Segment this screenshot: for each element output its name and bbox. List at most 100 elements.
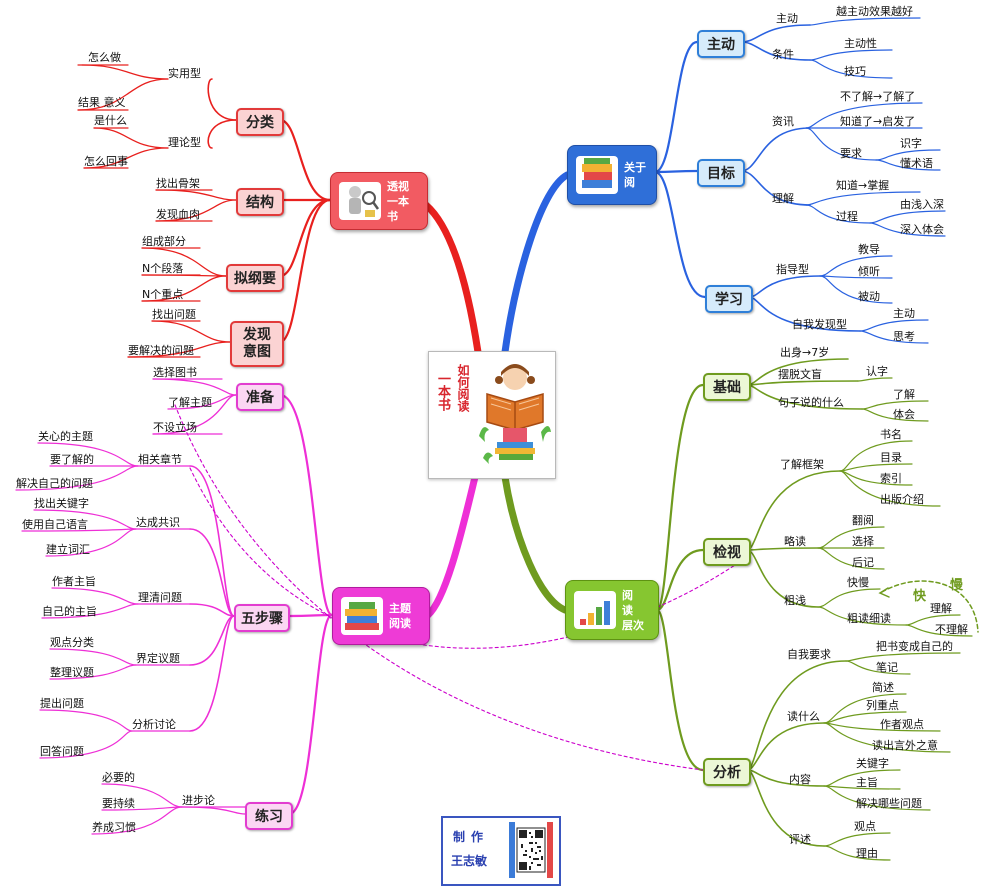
label-pingshu[interactable]: 评述 bbox=[789, 833, 811, 846]
label-shiyongxing[interactable]: 实用型 bbox=[168, 67, 201, 80]
label-dongshuyu[interactable]: 懂术语 bbox=[900, 157, 933, 170]
label-guanxindezhuti[interactable]: 关心的主题 bbox=[38, 430, 93, 443]
label-shizi[interactable]: 识字 bbox=[900, 137, 922, 150]
branch-guanyu-node[interactable]: 关于 阅 bbox=[567, 145, 657, 205]
label-zhidaozhangwo[interactable]: 知道→掌握 bbox=[836, 179, 890, 192]
label-zhuzhi[interactable]: 主旨 bbox=[856, 776, 878, 789]
label-xuanzetushu[interactable]: 选择图书 bbox=[153, 366, 197, 379]
label-jiedingyiti[interactable]: 界定议题 bbox=[136, 652, 180, 665]
node-mubiao[interactable]: 目标 bbox=[697, 159, 745, 187]
label-zuozhezhuzhi[interactable]: 作者主旨 bbox=[52, 575, 96, 588]
label-guandian[interactable]: 观点 bbox=[854, 820, 876, 833]
label-yaochixu[interactable]: 要持续 bbox=[102, 797, 135, 810]
label-dushenme[interactable]: 读什么 bbox=[787, 710, 820, 723]
label-shiyongziji[interactable]: 使用自己语言 bbox=[22, 518, 88, 531]
label-guanjianzi[interactable]: 关键字 bbox=[856, 757, 889, 770]
label-fenxitaolun[interactable]: 分析讨论 bbox=[132, 718, 176, 731]
node-fenxi[interactable]: 分析 bbox=[703, 758, 751, 786]
label-zijidezhuzhi[interactable]: 自己的主旨 bbox=[42, 605, 97, 618]
label-zixun[interactable]: 资讯 bbox=[772, 115, 794, 128]
label-lilunxing[interactable]: 理论型 bbox=[168, 136, 201, 149]
node-zhunbei[interactable]: 准备 bbox=[236, 383, 284, 411]
label-jiejueziji[interactable]: 解决自己的问题 bbox=[16, 477, 93, 490]
label-bashubiancheng[interactable]: 把书变成自己的 bbox=[876, 640, 953, 653]
label-youqianrushen[interactable]: 由浅入深 bbox=[900, 198, 944, 211]
label-jianshu[interactable]: 简述 bbox=[872, 681, 894, 694]
label-zhaochuguanjianzi[interactable]: 找出关键字 bbox=[34, 497, 89, 510]
label-chushen[interactable]: 出身→7岁 bbox=[780, 346, 830, 359]
label-zhudong2[interactable]: 主动 bbox=[893, 307, 915, 320]
label-zhudong-sub[interactable]: 主动 bbox=[776, 12, 798, 25]
label-xiangguanzhangjie[interactable]: 相关章节 bbox=[138, 453, 182, 466]
branch-toushi-node[interactable]: 透视 一本 书 bbox=[330, 172, 428, 230]
label-zhudongxing[interactable]: 主动性 bbox=[844, 37, 877, 50]
label-zenmehuishi[interactable]: 怎么回事 bbox=[84, 155, 128, 168]
label-bushelichang[interactable]: 不设立场 bbox=[153, 421, 197, 434]
label-yaojiejuedewenti[interactable]: 要解决的问题 bbox=[128, 344, 194, 357]
central-topic[interactable]: 如何阅读 一本书 bbox=[428, 351, 556, 479]
node-xuexi[interactable]: 学习 bbox=[705, 285, 753, 313]
label-zhidaoxing[interactable]: 指导型 bbox=[776, 263, 809, 276]
label-liezhongdian[interactable]: 列重点 bbox=[866, 699, 899, 712]
label-bulijie[interactable]: 不理解 bbox=[935, 623, 968, 636]
label-tichuwenti[interactable]: 提出问题 bbox=[40, 697, 84, 710]
label-yaoqiu[interactable]: 要求 bbox=[840, 147, 862, 160]
label-liaojie[interactable]: 了解 bbox=[893, 388, 915, 401]
label-zhaochugujia[interactable]: 找出骨架 bbox=[156, 177, 200, 190]
label-nduanluo[interactable]: N个段落 bbox=[142, 262, 184, 275]
label-yaoliaojiede[interactable]: 要了解的 bbox=[50, 453, 94, 466]
node-zhudong[interactable]: 主动 bbox=[697, 30, 745, 58]
label-cuqian[interactable]: 粗浅 bbox=[784, 594, 806, 607]
label-mulu[interactable]: 目录 bbox=[880, 451, 902, 464]
label-cuduxidu[interactable]: 粗读细读 bbox=[847, 612, 891, 625]
label-shenrutihui[interactable]: 深入体会 bbox=[900, 223, 944, 236]
label-xuanze[interactable]: 选择 bbox=[852, 535, 874, 548]
label-neirong[interactable]: 内容 bbox=[789, 773, 811, 786]
label-qingting[interactable]: 倾听 bbox=[858, 265, 880, 278]
label-biyaode[interactable]: 必要的 bbox=[102, 771, 135, 784]
branch-zhuti-node[interactable]: 主题 阅读 bbox=[332, 587, 430, 645]
label-fanyue[interactable]: 翻阅 bbox=[852, 514, 874, 527]
label-guocheng[interactable]: 过程 bbox=[836, 210, 858, 223]
label-dachenggongshi[interactable]: 达成共识 bbox=[136, 516, 180, 529]
label-yuezhudong[interactable]: 越主动效果越好 bbox=[836, 5, 913, 18]
label-baituowenmang[interactable]: 摆脱文盲 bbox=[778, 368, 822, 381]
label-ziwoyaoqiu[interactable]: 自我要求 bbox=[787, 648, 831, 661]
label-jieguoyiyi[interactable]: 结果 意义 bbox=[78, 96, 126, 109]
label-sikao[interactable]: 思考 bbox=[893, 330, 915, 343]
node-wubuzhou[interactable]: 五步骤 bbox=[234, 604, 290, 632]
label-renzi[interactable]: 认字 bbox=[866, 365, 888, 378]
label-zhidaole[interactable]: 知道了→启发了 bbox=[840, 115, 916, 128]
label-zenmezuo[interactable]: 怎么做 bbox=[88, 51, 121, 64]
label-lijie2[interactable]: 理解 bbox=[930, 602, 952, 615]
label-beidong[interactable]: 被动 bbox=[858, 290, 880, 303]
label-duchuyanwai[interactable]: 读出言外之意 bbox=[872, 739, 938, 752]
label-tihui[interactable]: 体会 bbox=[893, 408, 915, 421]
node-jichu[interactable]: 基础 bbox=[703, 373, 751, 401]
label-buliaojie[interactable]: 不了解→了解了 bbox=[840, 90, 916, 103]
label-liqingwenti[interactable]: 理清问题 bbox=[138, 591, 182, 604]
label-huidawenti[interactable]: 回答问题 bbox=[40, 745, 84, 758]
label-liaojiekuangjia[interactable]: 了解框架 bbox=[780, 458, 824, 471]
label-yangchengxiguan[interactable]: 养成习惯 bbox=[92, 821, 136, 834]
node-jiegou[interactable]: 结构 bbox=[236, 188, 284, 216]
label-jinbulun[interactable]: 进步论 bbox=[182, 794, 215, 807]
label-liaojiezhuti[interactable]: 了解主题 bbox=[168, 396, 212, 409]
label-liyou[interactable]: 理由 bbox=[856, 847, 878, 860]
label-faxianxuerou[interactable]: 发现血肉 bbox=[156, 208, 200, 221]
label-jianlicihui[interactable]: 建立词汇 bbox=[46, 543, 90, 556]
label-houji[interactable]: 后记 bbox=[852, 556, 874, 569]
label-biji[interactable]: 笔记 bbox=[876, 661, 898, 674]
label-jiaodao[interactable]: 教导 bbox=[858, 243, 880, 256]
node-lianxi[interactable]: 练习 bbox=[245, 802, 293, 830]
label-shuming[interactable]: 书名 bbox=[880, 428, 902, 441]
label-zhaochuwenti[interactable]: 找出问题 bbox=[152, 308, 196, 321]
label-juzi[interactable]: 句子说的什么 bbox=[778, 396, 844, 409]
node-fenlei[interactable]: 分类 bbox=[236, 108, 284, 136]
label-nzhongdian[interactable]: N个重点 bbox=[142, 288, 184, 301]
label-luedu[interactable]: 略读 bbox=[784, 535, 806, 548]
label-ziwofaxian[interactable]: 自我发现型 bbox=[792, 318, 847, 331]
label-lijie[interactable]: 理解 bbox=[772, 192, 794, 205]
node-nigangyao[interactable]: 拟纲要 bbox=[226, 264, 284, 292]
label-guandianfenlei[interactable]: 观点分类 bbox=[50, 636, 94, 649]
